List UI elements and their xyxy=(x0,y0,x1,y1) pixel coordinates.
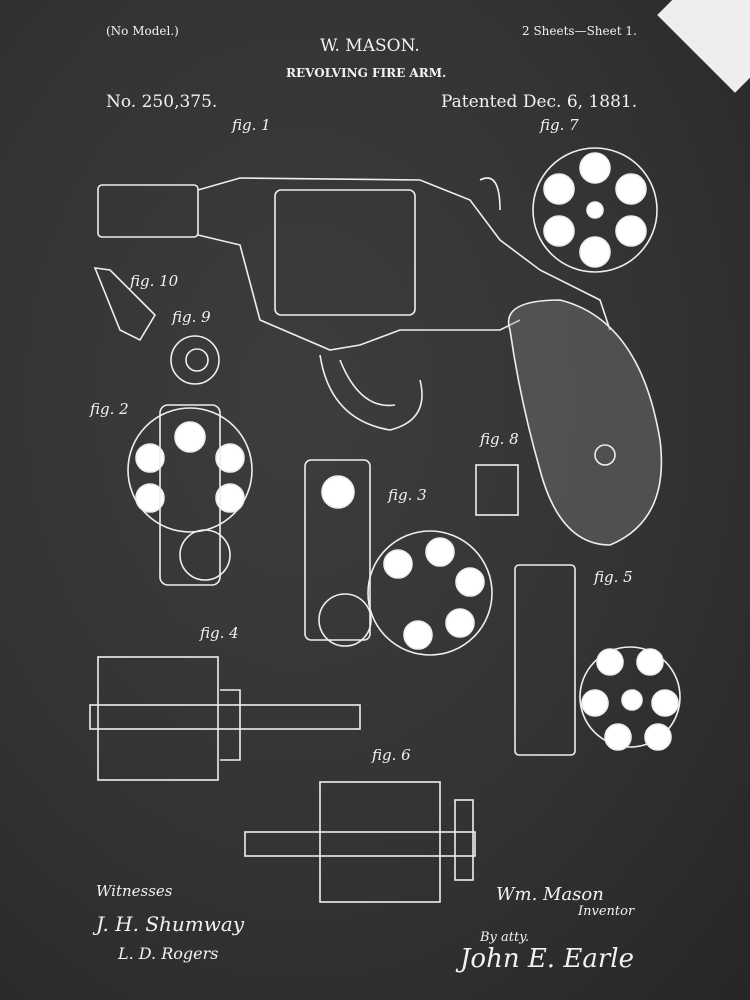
fig-3-label: fig. 3 xyxy=(388,486,427,504)
fig-4-label: fig. 4 xyxy=(200,624,239,642)
fig-5-label: fig. 5 xyxy=(594,568,633,586)
sheet-count: 2 Sheets—Sheet 1. xyxy=(522,24,637,38)
fig-3-mechanism xyxy=(304,459,493,656)
fig-1-label: fig. 1 xyxy=(232,116,271,134)
attorney-signature: John E. Earle xyxy=(460,944,634,974)
fig-2-label: fig. 2 xyxy=(90,400,129,418)
fig-10-label: fig. 10 xyxy=(130,272,179,290)
inventor-signature: Wm. Mason xyxy=(496,884,604,905)
fig-6-label: fig. 6 xyxy=(372,746,411,764)
patent-number: No. 250,375. xyxy=(106,92,218,112)
fig-7-cylinder xyxy=(532,147,658,273)
fig-4-section xyxy=(89,656,361,781)
model-note: (No Model.) xyxy=(106,24,179,38)
fig-2-cylinder-section xyxy=(127,404,253,586)
fig-5-frame xyxy=(514,564,681,756)
fig-1-revolver xyxy=(97,177,663,546)
fig-8-label: fig. 8 xyxy=(480,430,519,448)
witness-2-signature: L. D. Rogers xyxy=(118,944,219,963)
fig-10-part xyxy=(93,267,157,342)
witness-1-signature: J. H. Shumway xyxy=(96,912,245,936)
inventor-name: W. MASON. xyxy=(320,36,420,56)
witnesses-label: Witnesses xyxy=(96,882,173,900)
patent-title: REVOLVING FIRE ARM. xyxy=(286,66,447,80)
fig-6-section xyxy=(244,781,476,903)
fig-9-ratchet xyxy=(170,335,220,385)
fig-8-part xyxy=(475,464,519,516)
fig-7-label: fig. 7 xyxy=(540,116,579,134)
attorney-label: By atty. xyxy=(480,930,529,945)
inventor-label: Inventor xyxy=(578,904,635,919)
patent-date: Patented Dec. 6, 1881. xyxy=(441,92,638,112)
fig-9-label: fig. 9 xyxy=(172,308,211,326)
